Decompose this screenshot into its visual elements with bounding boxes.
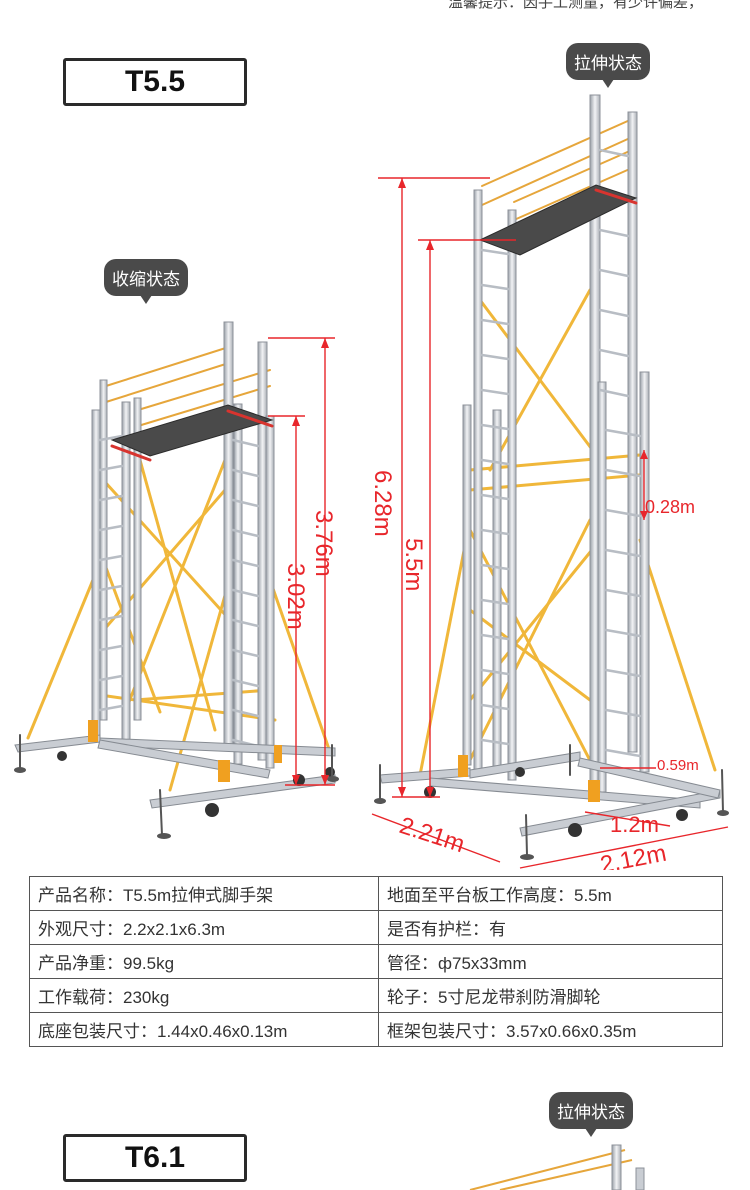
collapsed-dimension-lines <box>268 337 335 786</box>
spec-cell: 产品名称：T5.5m拉伸式脚手架 <box>29 876 379 911</box>
collapsed-scaffold <box>14 321 339 839</box>
spec-cell: 轮子：5寸尼龙带刹防滑脚轮 <box>378 978 723 1013</box>
spec-cell: 管径：ф75x33mm <box>378 944 723 979</box>
spec-cell: 底座包装尺寸：1.44x0.46x0.13m <box>29 1012 379 1047</box>
dim-extension-gap: 0.28m <box>645 497 695 517</box>
dim-length-right: 2.12m <box>598 840 669 870</box>
label-extended: 拉伸状态 <box>566 43 650 88</box>
spec-cell: 工作载荷：230kg <box>29 978 379 1013</box>
extended-dimension-lines <box>371 177 729 869</box>
model-title-t5-5: T5.5 <box>63 58 247 106</box>
model-title-t6-1: T6.1 <box>63 1134 247 1182</box>
spec-cell: 产品净重：99.5kg <box>29 944 379 979</box>
spec-cell: 地面至平台板工作高度：5.5m <box>378 876 723 911</box>
table-row: 产品名称：T5.5m拉伸式脚手架地面至平台板工作高度：5.5m <box>29 876 723 911</box>
dim-collapsed-platform: 3.02m <box>282 563 309 630</box>
scaffold-illustration-t6-1 <box>469 1144 645 1190</box>
dim-extended-platform: 5.5m <box>400 538 427 591</box>
label-collapsed: 收缩状态 <box>104 259 188 304</box>
spec-table: 产品名称：T5.5m拉伸式脚手架地面至平台板工作高度：5.5m 外观尺寸：2.2… <box>29 876 723 1047</box>
dim-extended-total: 6.28m <box>369 470 396 537</box>
spec-cell: 框架包装尺寸：3.57x0.66x0.35m <box>378 1012 723 1047</box>
dim-width-small: 0.59m <box>657 757 699 774</box>
dim-base-depth: 1.2m <box>610 812 659 837</box>
label-extended-t6-1: 拉伸状态 <box>549 1092 633 1137</box>
top-note: 温馨提示：因手工测量，有少许偏差， <box>448 0 704 11</box>
extended-scaffold <box>374 94 729 860</box>
spec-cell: 是否有护栏：有 <box>378 910 723 945</box>
dim-length-left: 2.21m <box>396 812 468 858</box>
spec-cell: 外观尺寸：2.2x2.1x6.3m <box>29 910 379 945</box>
scaffold-illustration: 3.76m 3.02m <box>14 94 729 870</box>
dim-collapsed-total: 3.76m <box>310 510 337 577</box>
